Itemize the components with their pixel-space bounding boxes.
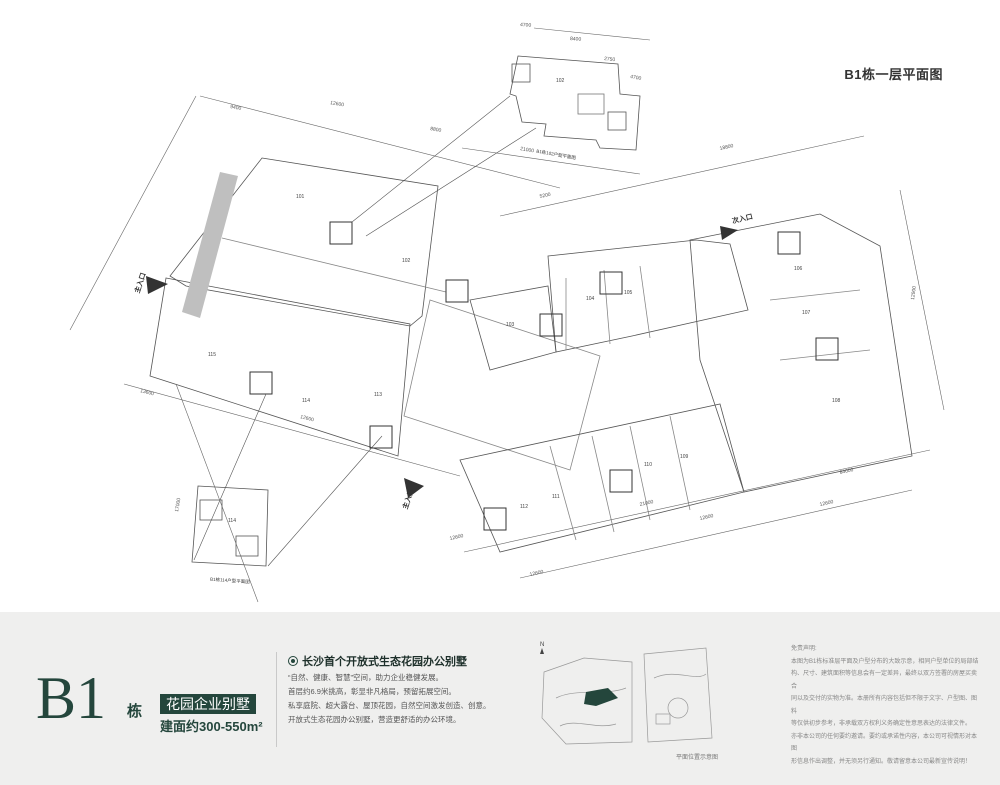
feature-line: 私享庭院、超大露台、屋顶花园，自然空间激发创造、创意。 — [288, 701, 491, 710]
unit-label-111: 111 — [552, 494, 560, 500]
unit-label-102: 102 — [556, 78, 565, 84]
building-suffix: 栋 — [127, 703, 143, 720]
road-hatch — [182, 172, 238, 318]
dimension-label: 12600 — [699, 513, 714, 522]
dimension-label: 18800 — [719, 143, 734, 152]
dimension-label: 12600 — [529, 569, 544, 578]
map-caption: 平面位置示意图 — [676, 755, 719, 761]
disclaimer-line: 本图为B1栋标准层平面及户型分布的大致示意，相同户型单位的局部结 — [791, 658, 979, 665]
north-label: N — [540, 642, 544, 648]
dimension-label: 13600 — [140, 388, 155, 397]
main-entrance-arrow-west — [146, 276, 168, 294]
dimension-label: 12600 — [300, 414, 315, 423]
unit-label-107: 107 — [802, 310, 811, 316]
disclaimer-line: 构、尺寸、建筑面积等信息会有一定差异，最终以双方签署的房屋买卖合 — [791, 671, 978, 690]
inset-unit-114-outline — [191, 485, 269, 567]
dimension-label: 9400 — [230, 104, 242, 112]
unit-label-103: 103 — [506, 322, 515, 328]
disclaimer: 免责声明: 本图为B1栋标准层平面及户型分布的大致示意，相同户型单位的局部结 构… — [791, 643, 981, 768]
disclaimer-line: 同以及交付的实物为准。本册所有内容包括但不限于文字、户型图、图料 — [791, 696, 978, 715]
dimension-label: 21000 — [639, 499, 654, 508]
dimension-label: 12600 — [819, 499, 834, 508]
disclaimer-line: 等仅供初步参考，非承载双方权利义务确定性意思表达的法律文件。 — [791, 721, 972, 727]
bullet-icon — [288, 656, 298, 666]
floor-plan-drawing: 102 101 102 103 104 105 106 107 108 109 … — [69, 22, 945, 603]
dimension-label: 4700 — [520, 22, 532, 29]
wing-east-outline — [547, 239, 749, 353]
dimension-label: 21000 — [520, 146, 535, 154]
wing-west-outline — [149, 277, 411, 457]
unit-label-109: 109 — [680, 454, 689, 460]
feature-line: 开放式生态花园办公别墅，营造更舒适的办公环境。 — [288, 715, 461, 724]
dimension-label: 12900 — [910, 285, 918, 300]
unit-label-104: 104 — [586, 296, 595, 302]
dimension-label: 17000 — [174, 497, 182, 512]
unit-label-110: 110 — [644, 462, 652, 468]
unit-label-112: 112 — [520, 504, 528, 510]
wing-south-outline — [459, 403, 745, 553]
unit-label-115: 115 — [208, 352, 216, 358]
courtyard-outline — [403, 299, 601, 471]
feature-line: “自然、健康、智慧”空间，助力企业稳健发展。 — [288, 673, 443, 682]
unit-label-106: 106 — [794, 266, 803, 272]
unit-label-114b: 114 — [228, 518, 236, 524]
dimension-label: 2750 — [604, 56, 616, 63]
unit-label-102b: 102 — [402, 258, 411, 264]
feature-title: 长沙首个开放式生态花园办公别墅 — [288, 653, 467, 669]
dimension-label: 5200 — [539, 192, 551, 200]
plan-title: B1栋一层平面图 — [844, 67, 943, 82]
dimension-label: 8400 — [570, 36, 582, 43]
dimension-label: 4700 — [630, 74, 642, 82]
dimension-label: 84000 — [839, 467, 854, 476]
main-entrance-arrow-south — [404, 478, 424, 498]
disclaimer-title: 免责声明: — [791, 646, 817, 652]
category-badge: 花园企业别墅 — [160, 694, 256, 714]
area-text: 建面约300-550m² — [160, 719, 263, 734]
secondary-entrance-arrow — [720, 226, 738, 240]
floor-plan-area: 102 101 102 103 104 105 106 107 108 109 … — [69, 22, 945, 603]
unit-label-105: 105 — [624, 290, 633, 296]
footer-divider — [276, 652, 277, 747]
building-code: B1 — [36, 665, 107, 731]
disclaimer-line: 形信息作出调整，并无须另行通知。敬请留意本公司最新宣传说明！ — [791, 758, 972, 765]
unit-label-101: 101 — [296, 194, 305, 200]
feature-line: 首层约6.9米挑高，彰显非凡格局，预留拓展空间。 — [288, 687, 456, 696]
site-west-outline — [541, 657, 633, 745]
dimension-label: 12600 — [449, 533, 464, 542]
unit-label-108: 108 — [832, 398, 841, 404]
unit-103-outline — [469, 285, 557, 371]
wing-northeast-outline — [689, 213, 913, 493]
dimension-label: 8800 — [430, 126, 442, 134]
unit-label-113: 113 — [374, 392, 382, 398]
inset-unit-102-outline — [509, 55, 641, 151]
north-arrow-icon — [540, 648, 544, 654]
site-east-outline — [643, 647, 713, 743]
disclaimer-line: 亦非本公司的任何要约邀请。要约或承诺性内容，本公司可视情形对本图 — [791, 733, 978, 753]
b1-highlight — [584, 688, 618, 706]
unit-label-114: 114 — [302, 398, 310, 404]
dimension-label: 12600 — [330, 100, 345, 108]
site-location-map: N — [540, 642, 713, 745]
